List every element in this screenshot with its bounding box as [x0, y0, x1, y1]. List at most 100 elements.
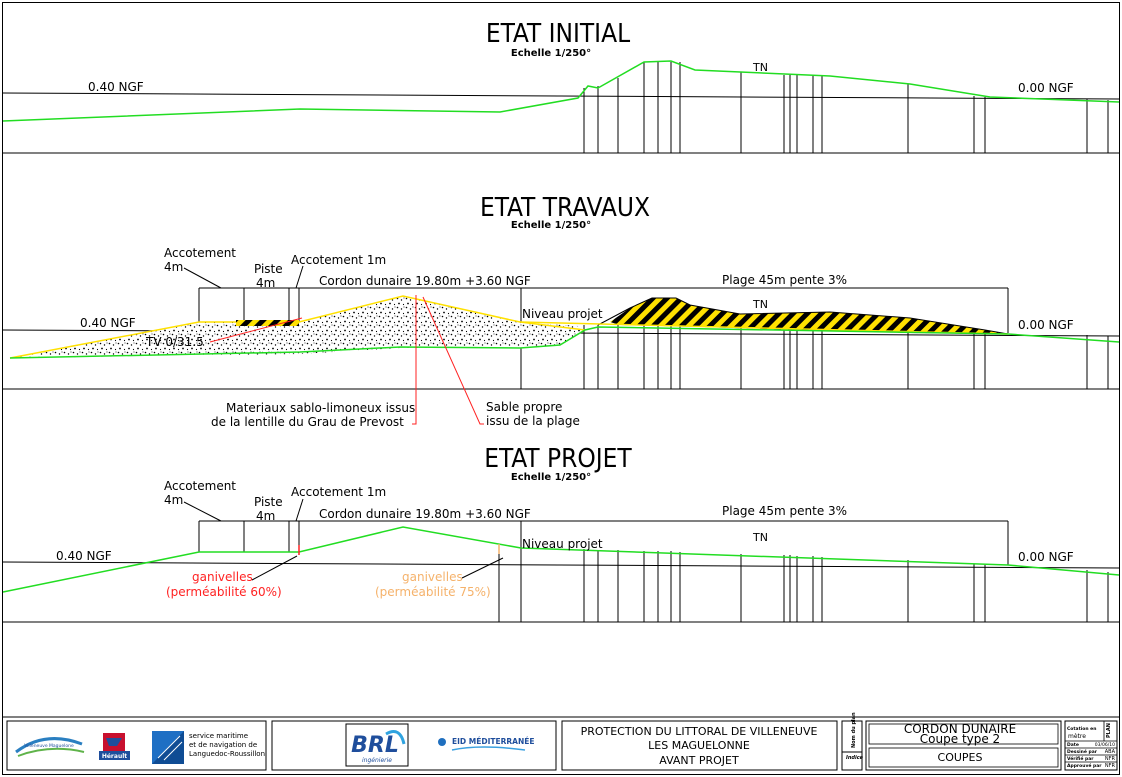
consultants-box [271, 720, 557, 771]
reference-line [2, 561, 1120, 569]
accotement1-label: Accotement 1m [291, 253, 386, 267]
brl-logo-text: BRL [351, 733, 399, 758]
drawing-title-box [865, 720, 1062, 771]
tv-label: TV 0/31.5 [145, 335, 204, 349]
niveau-projet-label: Niveau projet [522, 537, 603, 551]
date-label: Date [1067, 742, 1079, 748]
ganivelle-60-label-line2: (perméabilité 60%) [166, 585, 282, 599]
piste-width: 4m [256, 509, 275, 523]
section-etat-initial: ETAT INITIAL Echelle 1/250° 0.40 NGF 0.0… [2, 19, 1120, 154]
leader-accotement1 [295, 498, 304, 522]
smnlr-logo [152, 731, 184, 764]
beach-profile-edge [597, 297, 1009, 335]
accotement4-label: Accotement [164, 246, 236, 260]
eid-logo-text: EID MÉDITERRANÉE [452, 737, 534, 746]
brl-subtitle: ingénierie [362, 757, 392, 764]
beach-sand-hatch [610, 298, 1005, 334]
section-title: ETAT PROJET [484, 444, 632, 474]
fill-top-edge [9, 295, 586, 359]
dessine-label: Dessiné par [1067, 748, 1098, 755]
service-line3: Languedoc-Roussillon [189, 750, 265, 758]
cordon-label: Cordon dunaire 19.80m +3.60 NGF [319, 507, 531, 521]
leader-accotement1 [295, 265, 304, 289]
terrain-profile [2, 526, 1120, 593]
plage-label: Plage 45m pente 3% [722, 504, 847, 518]
accotement1-label: Accotement 1m [291, 485, 386, 499]
section-etat-travaux: ETAT TRAVAUX Echelle 1/250° [2, 193, 1120, 429]
brl-logo: BRL ingénierie [345, 723, 409, 767]
plan-name-label: Nom du plan [851, 712, 857, 748]
leader-ganivelle-60 [251, 555, 298, 581]
project-phase: AVANT PROJET [659, 754, 739, 767]
eid-logo: EID MÉDITERRANÉE [438, 737, 534, 751]
dessine-value: ABA [1105, 749, 1116, 755]
sable-label-line1: Sable propre [486, 400, 562, 414]
sheet-type: COUPES [938, 751, 983, 764]
piste-base-layer [236, 320, 299, 326]
approuve-label: Approuvé par [1067, 762, 1102, 769]
section-etat-projet: ETAT PROJET Echelle 1/250° 0 [2, 444, 1120, 623]
piste-label: Piste [254, 495, 283, 509]
accotement4-width: 4m [164, 260, 183, 274]
leader-materiaux [412, 295, 417, 425]
tv-gravel-fill [10, 296, 585, 358]
level-left-label: 0.40 NGF [80, 316, 136, 330]
dimension-ticks [198, 521, 1009, 565]
materiaux-label-line1: Materiaux sablo-limoneux issus [226, 401, 415, 415]
reference-line [2, 92, 1120, 100]
service-line1: service maritime [189, 732, 248, 740]
title-block: Villeneuve Maguelone Hérault service mar… [3, 712, 1119, 771]
leader-tv [209, 317, 303, 343]
ganivelle-60-label-line1: ganivelles [192, 570, 253, 584]
piste-label: Piste [254, 262, 283, 276]
cotation-label: Cotation en [1067, 726, 1096, 732]
level-right-label: 0.00 NGF [1018, 550, 1074, 564]
villeneuve-logo: Villeneuve Maguelone [15, 737, 85, 757]
dimension-ticks [198, 288, 1009, 333]
ganivelle-75-label-line2: (perméabilité 75%) [375, 585, 491, 599]
piste-width: 4m [256, 276, 275, 290]
date-value: 03/06/10 [1095, 742, 1115, 748]
herault-logo: Hérault [99, 733, 130, 760]
ganivelle-75-label-line1: ganivelles [402, 570, 463, 584]
plan-name-strip [841, 720, 863, 771]
accotement4-width: 4m [164, 493, 183, 507]
drawing-subtitle: Coupe type 2 [920, 732, 1000, 746]
verifie-label: Vérifié par [1067, 755, 1094, 762]
leader-accotement4 [183, 267, 222, 289]
terrain-profile [9, 326, 1120, 359]
survey-verticals [498, 521, 1109, 622]
verifie-value: NFR [1105, 756, 1116, 762]
cordon-label: Cordon dunaire 19.80m +3.60 NGF [319, 274, 531, 288]
section-title: ETAT TRAVAUX [480, 193, 650, 223]
materiaux-label-line2: de la lentille du Grau de Prevost [211, 415, 404, 429]
survey-verticals [520, 288, 1109, 389]
level-right-label: 0.00 NGF [1018, 318, 1074, 332]
terrain-profile [2, 60, 1120, 122]
accotement4-label: Accotement [164, 479, 236, 493]
plan-label: PLAN [1106, 723, 1112, 738]
tn-label: TN [752, 298, 768, 311]
villeneuve-logo-text: Villeneuve Maguelone [24, 743, 74, 749]
section-scale: Echelle 1/250° [511, 220, 591, 231]
leader-accotement4 [183, 501, 222, 522]
section-scale: Echelle 1/250° [511, 48, 591, 59]
leader-sable [422, 296, 484, 425]
leader-ganivelle-75 [461, 557, 504, 579]
project-title-line2: LES MAGUELONNE [648, 739, 750, 752]
section-scale: Echelle 1/250° [511, 472, 591, 483]
section-title: ETAT INITIAL [486, 19, 630, 49]
project-title-line1: PROTECTION DU LITTORAL DE VILLENEUVE [581, 725, 818, 738]
survey-verticals [583, 62, 1109, 153]
cotation-value: mètre [1068, 733, 1086, 740]
tn-label: TN [752, 531, 768, 544]
info-box [1064, 720, 1118, 771]
sable-label-line2: issu de la plage [486, 414, 580, 428]
partners-box [6, 720, 267, 771]
niveau-projet-label: Niveau projet [522, 307, 603, 321]
drawing-title: CORDON DUNAIRE [904, 722, 1016, 736]
tn-label: TN [752, 61, 768, 74]
plage-label: Plage 45m pente 3% [722, 273, 847, 287]
